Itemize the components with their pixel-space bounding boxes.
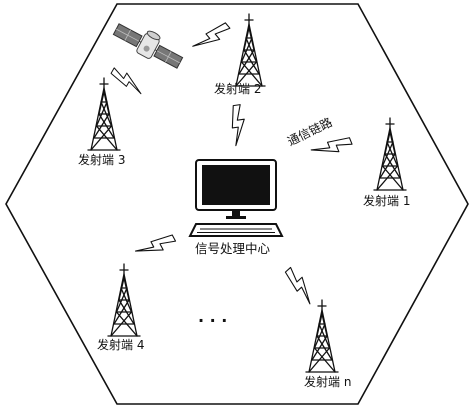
transmitter-label-t2: 发射端 2 xyxy=(214,81,261,96)
tower-icon-t3 xyxy=(87,77,121,151)
transmitter-label-tn: 发射端 n xyxy=(304,374,351,389)
transmitter-label-t3: 发射端 3 xyxy=(78,152,125,167)
lightning-link-icon-t4-center xyxy=(134,230,178,263)
ellipsis: · · · xyxy=(198,311,227,330)
center-label: 信号处理中心 xyxy=(195,241,271,256)
lightning-link-icon-t2-center xyxy=(228,103,249,147)
transmitter-label-t1: 发射端 1 xyxy=(363,193,410,208)
satellite-icon xyxy=(112,23,184,69)
tower-icon-t4 xyxy=(107,263,141,337)
tower-icon-tn xyxy=(305,299,339,373)
lightning-link-icon-tn-center xyxy=(281,265,320,306)
link-label: 通信链路 xyxy=(285,114,335,149)
lightning-link-icon-t1-center xyxy=(310,133,354,162)
tower-icon-t2 xyxy=(232,13,266,87)
transmitter-label-t4: 发射端 4 xyxy=(97,337,144,352)
hexagon-boundary xyxy=(5,3,469,405)
computer-icon xyxy=(188,159,284,237)
lightning-link-icon-sat-t2 xyxy=(191,19,232,57)
lightning-link-icon-sat-t3 xyxy=(108,65,147,95)
tower-icon-t1 xyxy=(373,117,407,191)
